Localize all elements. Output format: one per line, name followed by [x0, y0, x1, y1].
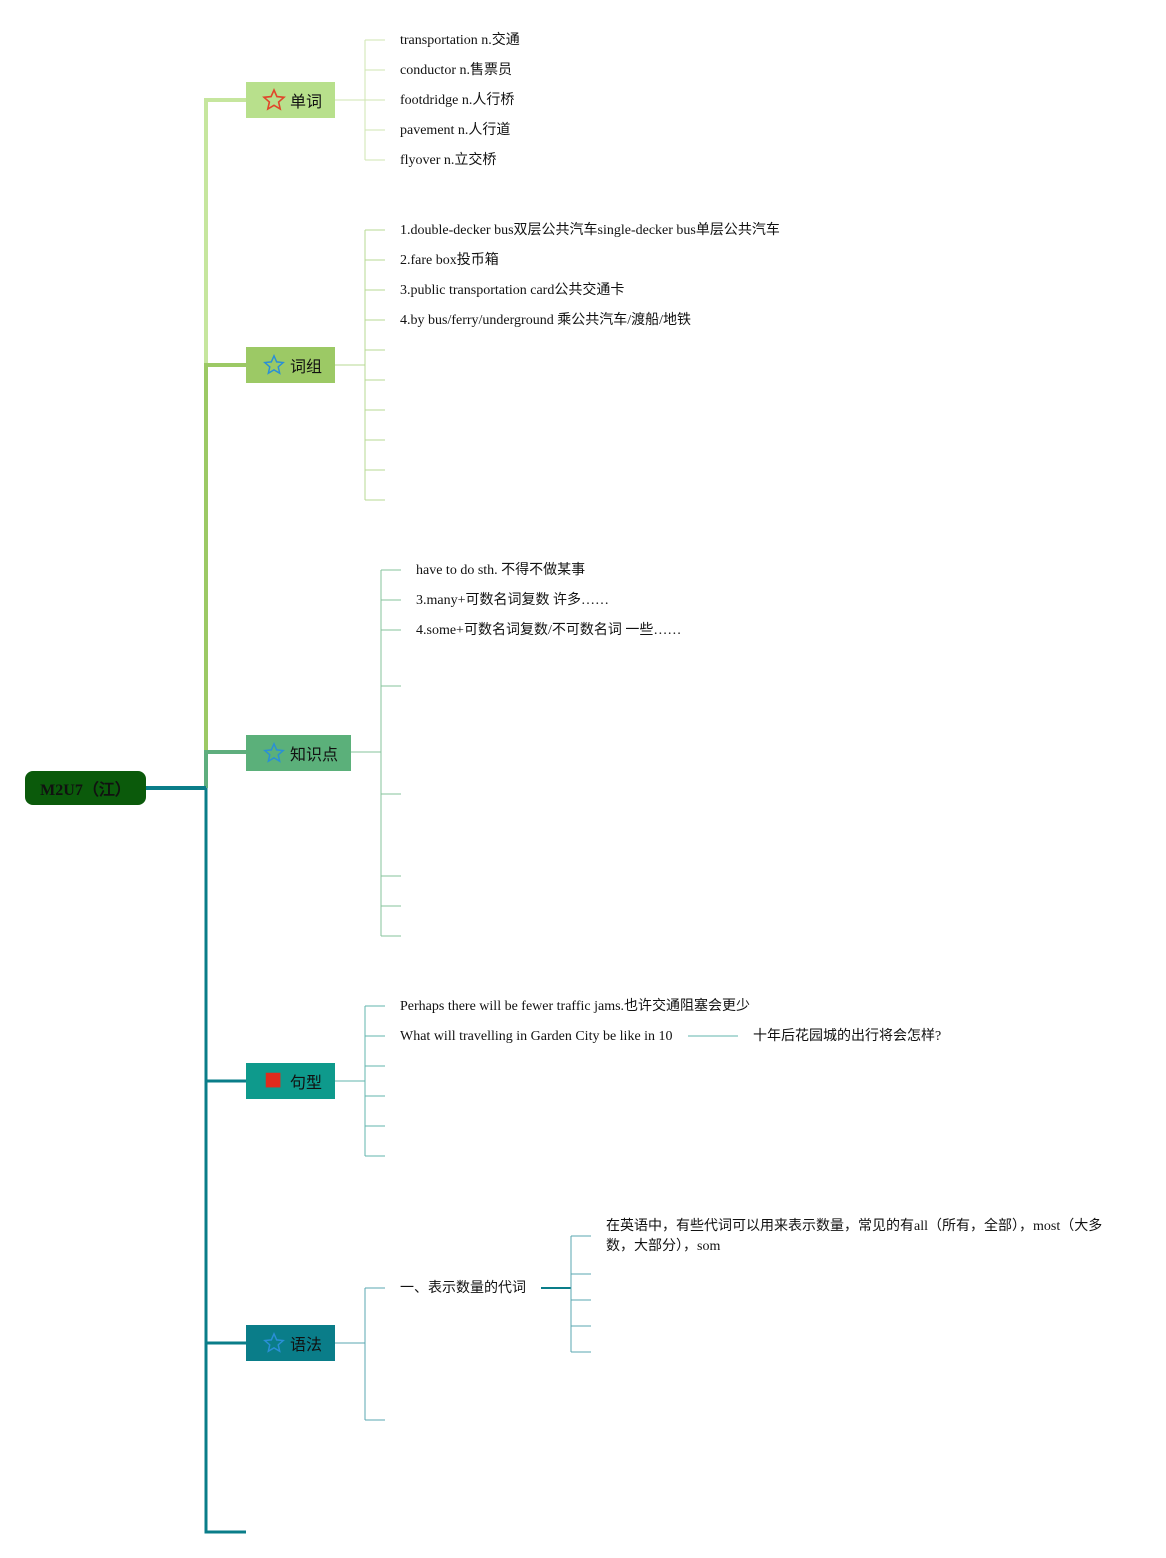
sentence-item[interactable]: Perhaps there will be fewer traffic jams…: [400, 999, 751, 1014]
vocab-item[interactable]: footdridge n.人行桥: [400, 93, 515, 108]
branch-vocab-label: 单词: [290, 92, 323, 111]
point-item[interactable]: 4.some+可数名词复数/不可数名词 一些……: [416, 623, 682, 638]
star-icon: [262, 353, 286, 377]
trunk-end: [204, 1343, 246, 1534]
trunk-points: [204, 750, 246, 788]
point-item[interactable]: have to do sth. 不得不做某事: [416, 563, 586, 578]
vocab-item[interactable]: pavement n.人行道: [400, 123, 511, 138]
branch-sentences[interactable]: 句型: [246, 1063, 335, 1099]
trunk-grammar: [204, 1081, 246, 1345]
branch-phrases[interactable]: 词组: [246, 347, 335, 383]
vocab-item[interactable]: conductor n.售票员: [400, 63, 512, 78]
grammar-detail[interactable]: 在英语中，有些代词可以用来表示数量，常见的有all（所有，全部），most（大多…: [606, 1219, 1103, 1254]
vocab-item[interactable]: flyover n.立交桥: [400, 153, 497, 168]
branch-phrases-label: 词组: [290, 357, 323, 376]
star-icon: [262, 1331, 286, 1355]
phrase-item[interactable]: 2.fare box投币箱: [400, 253, 499, 268]
grammar-item[interactable]: 一、表示数量的代词: [400, 1281, 526, 1296]
branch-sentences-label: 句型: [290, 1073, 323, 1092]
sentence-item[interactable]: What will travelling in Garden City be l…: [400, 1029, 673, 1043]
star-icon: [262, 741, 286, 765]
star-icon: [262, 88, 286, 112]
root-node[interactable]: M2U7（江）: [25, 771, 146, 805]
branch-points-label: 知识点: [290, 745, 339, 764]
red-flag-icon: [262, 1069, 286, 1093]
trunk-phrases: [204, 363, 246, 788]
vocab-item[interactable]: transportation n.交通: [400, 33, 520, 48]
trunk-vocab: [204, 98, 246, 788]
phrase-item[interactable]: 1.double-decker bus双层公共汽车single-decker b…: [400, 223, 780, 238]
branch-points[interactable]: 知识点: [246, 735, 351, 771]
branch-grammar-label: 语法: [290, 1335, 323, 1354]
phrase-item[interactable]: 4.by bus/ferry/underground 乘公共汽车/渡船/地铁: [400, 313, 691, 328]
point-item[interactable]: 3.many+可数名词复数 许多……: [416, 593, 609, 608]
root-label: M2U7（江）: [40, 782, 131, 799]
branch-vocab[interactable]: 单词: [246, 82, 335, 118]
trunk-sentences: [204, 788, 246, 1083]
sentence-sub-item[interactable]: 十年后花园城的出行将会怎样?: [753, 1029, 942, 1044]
branch-grammar[interactable]: 语法: [246, 1325, 335, 1361]
phrase-item[interactable]: 3.public transportation card公共交通卡: [400, 283, 625, 298]
